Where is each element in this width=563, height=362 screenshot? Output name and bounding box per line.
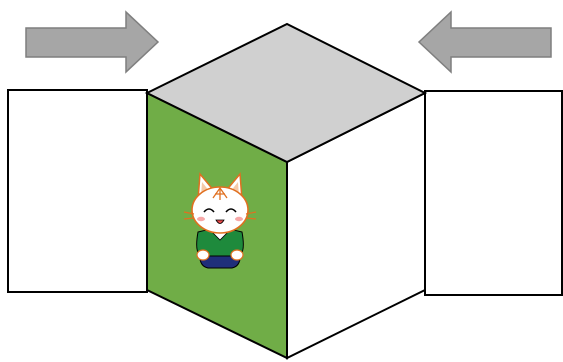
cat-mascot-icon	[183, 172, 257, 269]
cube-top-face	[144, 22, 428, 164]
arrow-left-icon	[417, 10, 552, 74]
right-side-panel	[424, 90, 563, 296]
arrow-right-icon	[25, 10, 160, 74]
left-side-panel	[7, 89, 148, 293]
